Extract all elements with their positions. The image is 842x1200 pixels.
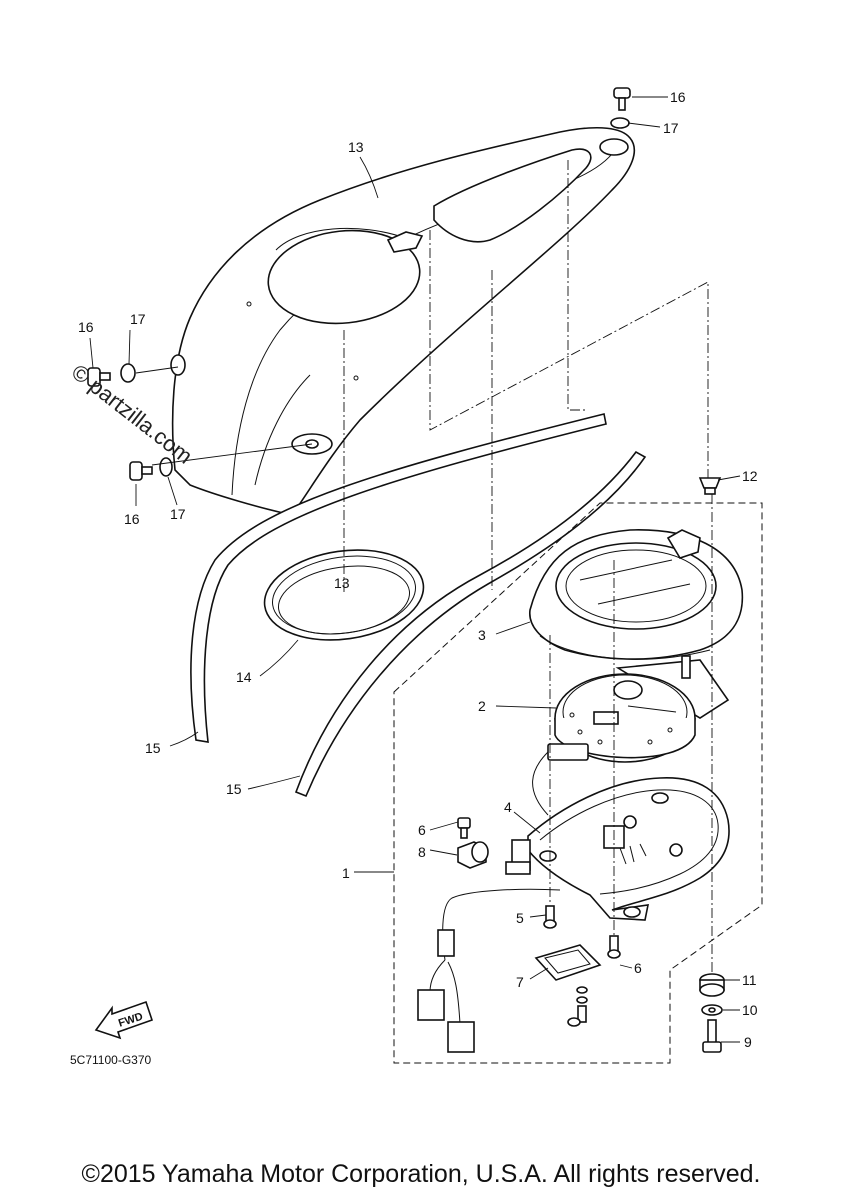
callout-6-upper: 6 <box>418 822 426 838</box>
callout-6-lower: 6 <box>634 960 642 976</box>
callout-10: 10 <box>742 1002 758 1018</box>
trim-strip-part-15-left[interactable] <box>190 413 607 743</box>
wire-harness <box>429 888 561 1025</box>
assembly-boundary <box>393 502 763 1064</box>
grommet-part-12[interactable] <box>698 477 722 495</box>
connector-left[interactable] <box>417 989 445 1021</box>
callout-16-upper-left: 16 <box>78 319 94 335</box>
plate-part-7[interactable] <box>534 944 602 981</box>
screw-part-16-lower-left[interactable] <box>129 461 153 481</box>
callout-3: 3 <box>478 627 486 643</box>
callout-17-lower-left: 17 <box>170 506 186 522</box>
connector-right[interactable] <box>447 1021 475 1053</box>
callout-11: 11 <box>742 972 757 988</box>
callout-2: 2 <box>478 698 486 714</box>
washer-part-17-lower-left[interactable] <box>159 457 173 477</box>
screw-part-6-lower[interactable] <box>607 935 621 959</box>
callout-1: 1 <box>342 865 350 881</box>
callout-8: 8 <box>418 844 426 860</box>
meter-case-part-3[interactable] <box>529 529 744 660</box>
trim-strip-part-15-right[interactable] <box>294 450 647 798</box>
callout-17-top: 17 <box>663 120 679 136</box>
callout-13-upper: 13 <box>348 139 364 155</box>
washer-part-17-upper-left[interactable] <box>120 363 136 383</box>
callout-15-left: 15 <box>145 740 161 756</box>
callout-14: 14 <box>236 669 252 685</box>
leader-lines <box>89 96 741 1043</box>
screw-part-16-upper-left[interactable] <box>87 367 111 387</box>
callout-13-lower: 13 <box>334 575 350 591</box>
washers-bolt-stack[interactable] <box>567 986 588 1027</box>
callout-4: 4 <box>504 799 512 815</box>
bolt-part-9[interactable] <box>702 1019 722 1053</box>
screw-part-6-upper[interactable] <box>457 817 471 839</box>
callout-17-upper-left: 17 <box>130 311 146 327</box>
screw-part-5[interactable] <box>543 905 557 929</box>
callout-16-lower-left: 16 <box>124 511 140 527</box>
clamp-part-8[interactable] <box>457 841 489 869</box>
callout-7: 7 <box>516 974 524 990</box>
callout-9: 9 <box>744 1034 752 1050</box>
callout-15-right: 15 <box>226 781 242 797</box>
gasket-ring-part-14[interactable] <box>259 540 430 649</box>
meter-case-lower-part-4[interactable] <box>505 777 730 921</box>
speedometer-part-2[interactable] <box>532 655 730 816</box>
screw-part-16-top[interactable] <box>613 87 631 111</box>
copyright-notice: ©2015 Yamaha Motor Corporation, U.S.A. A… <box>81 1160 761 1188</box>
callout-5: 5 <box>516 910 524 926</box>
exploded-parts-diagram: 16 17 13 16 17 12 16 17 13 3 14 2 15 15 … <box>67 87 763 1067</box>
washer-part-17-top[interactable] <box>610 117 630 129</box>
meter-cover-part-13[interactable] <box>170 126 636 516</box>
forward-arrow-icon: FWD <box>94 1000 154 1040</box>
damper-part-11[interactable] <box>699 973 725 997</box>
callout-16-top: 16 <box>670 89 686 105</box>
callout-12: 12 <box>742 468 758 484</box>
washer-part-10[interactable] <box>701 1004 723 1016</box>
part-code: 5C71100-G370 <box>70 1053 151 1067</box>
